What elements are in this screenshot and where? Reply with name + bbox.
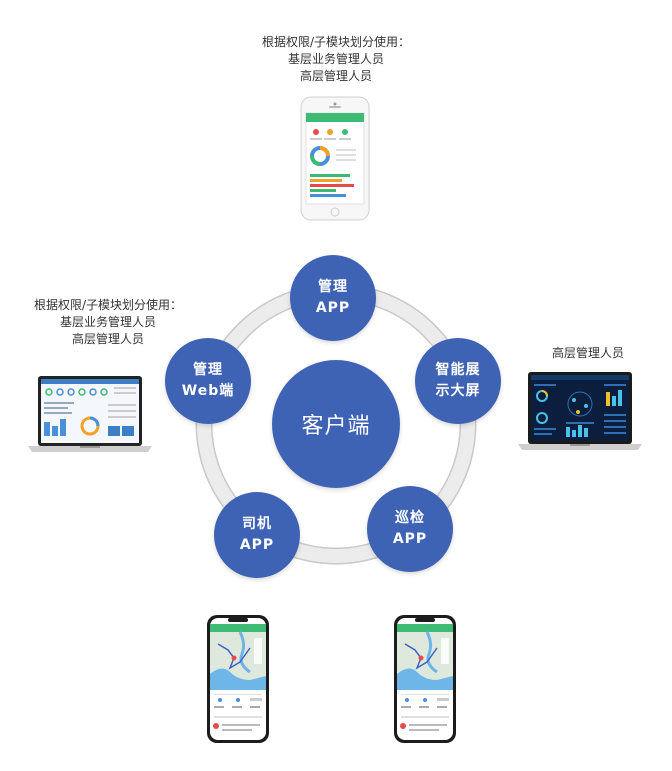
caption-top: 根据权限/子模块划分使用： 基层业务管理人员 高层管理人员	[236, 34, 436, 85]
node-label: Web端	[181, 383, 235, 399]
caption-line: 基层业务管理人员	[287, 52, 384, 66]
laptop-web-dashboard-icon	[28, 376, 152, 452]
node-label: 巡检	[395, 510, 425, 526]
node-management-web[interactable]: 管理 Web端	[165, 338, 251, 424]
center-label: 客户端	[301, 414, 371, 439]
laptop-dark-screen-icon	[518, 372, 642, 450]
node-management-app[interactable]: 管理 APP	[290, 255, 376, 341]
node-label: 示大屏	[435, 383, 481, 399]
node-label: 管理	[193, 362, 223, 378]
node-label: APP	[392, 531, 428, 547]
caption-line: 高层管理人员	[551, 346, 624, 360]
caption-right: 高层管理人员	[528, 345, 648, 362]
node-label: APP	[239, 537, 275, 553]
caption-line: 根据权限/子模块划分使用：	[33, 298, 183, 312]
caption-line: 基层业务管理人员	[59, 315, 156, 329]
node-patrol-app[interactable]: 巡检 APP	[367, 486, 453, 572]
smartphone-map-icon	[394, 615, 456, 743]
caption-left: 根据权限/子模块划分使用： 基层业务管理人员 高层管理人员	[8, 297, 208, 348]
node-label: 智能展	[435, 362, 481, 378]
node-label: APP	[315, 300, 351, 316]
caption-line: 根据权限/子模块划分使用：	[261, 35, 411, 49]
node-label: 司机	[242, 516, 272, 532]
node-label: 管理	[318, 279, 348, 295]
caption-line: 高层管理人员	[71, 332, 144, 346]
node-smart-screen[interactable]: 智能展 示大屏	[415, 338, 501, 424]
center-client: 客户端	[272, 360, 400, 488]
smartphone-map-icon	[207, 615, 269, 743]
caption-line: 高层管理人员	[299, 69, 372, 83]
node-driver-app[interactable]: 司机 APP	[214, 492, 300, 578]
smartphone-dashboard-icon	[300, 96, 370, 221]
